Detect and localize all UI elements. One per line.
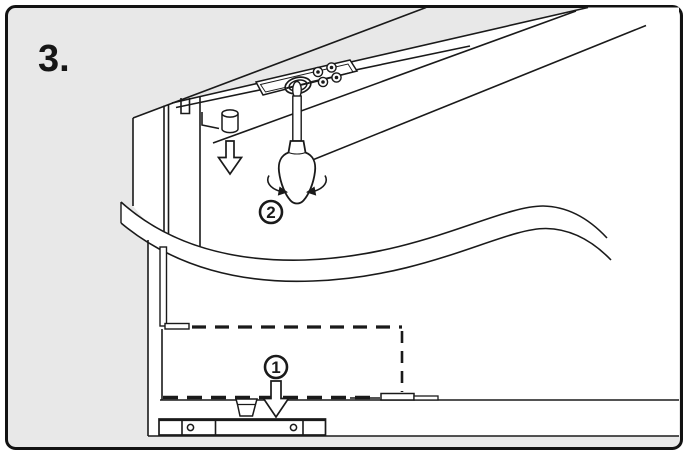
break-band-fill [121, 202, 611, 282]
worktop-front-bottom-edge [212, 10, 577, 144]
screwdriver-icon [277, 80, 317, 205]
side-bracket-foot [164, 322, 190, 330]
peg-insert-down-arrow-icon [216, 140, 244, 176]
callout-1-badge: 1 [263, 354, 289, 380]
edge-bracket-step [201, 112, 220, 130]
base-fix-down-arrow-icon [261, 380, 291, 419]
rotation-arrows-icon [266, 175, 328, 196]
callout-1-label: 1 [271, 358, 280, 377]
callout-2-badge: 2 [258, 199, 284, 225]
interior-white-area [133, 7, 679, 436]
break-band [120, 201, 612, 283]
rear-floor-bracket-tab [413, 395, 439, 401]
step-number: 3. [38, 38, 70, 80]
worktop-left-end [132, 96, 201, 252]
break-line-lower [120, 222, 612, 283]
screwdriver-shaft [292, 95, 302, 142]
rail-screw-hole [186, 423, 195, 432]
rear-floor-bracket [380, 392, 415, 401]
cabinet-niche [147, 240, 679, 437]
screwdriver-handle [277, 140, 317, 205]
worktop [132, 6, 647, 252]
worktop-front-top-edge [171, 6, 589, 104]
control-panel [254, 59, 359, 96]
mounting-notch [180, 98, 191, 115]
side-bracket [159, 246, 168, 327]
control-buttons-icon [312, 62, 342, 88]
rail-screw-hole [289, 423, 298, 432]
base-rail [158, 418, 327, 436]
spacer-peg [221, 109, 239, 134]
screwdriver-ferrule-line [288, 151, 306, 155]
front-foot-clip [235, 398, 258, 417]
appliance-top-edge [299, 24, 647, 166]
break-line-upper [120, 201, 608, 261]
worktop-back-edge [132, 6, 427, 119]
callout-2-label: 2 [266, 203, 275, 222]
